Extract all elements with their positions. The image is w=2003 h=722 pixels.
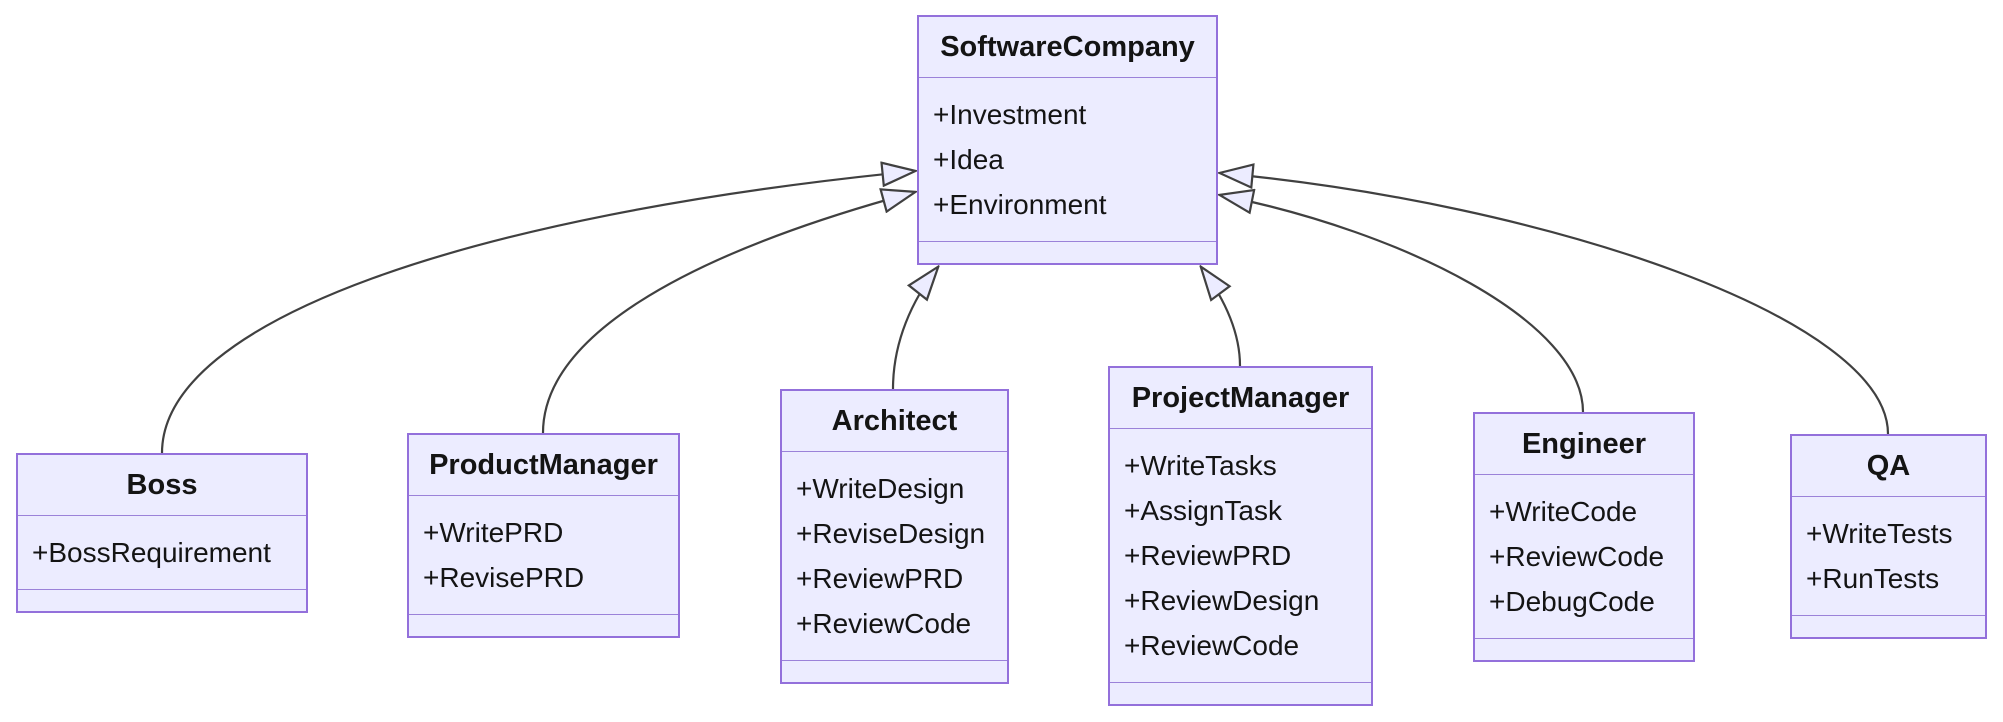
class-box-softwarecompany: SoftwareCompany +Investment +Idea +Envir… [917, 15, 1218, 265]
attribute: +ReviewPRD [1124, 540, 1292, 571]
attribute: +WriteDesign [796, 473, 965, 504]
attribute: +ReviewCode [1124, 630, 1300, 661]
class-methods-empty [18, 590, 306, 611]
attribute: +RunTests [1806, 563, 1940, 594]
class-attributes: +WriteTests +RunTests [1792, 497, 1985, 616]
class-attributes: +WriteTasks +AssignTask +ReviewPRD +Revi… [1110, 429, 1371, 683]
class-box-engineer: Engineer +WriteCode +ReviewCode +DebugCo… [1473, 412, 1695, 662]
class-methods-empty [1475, 639, 1693, 660]
attribute: +WriteCode [1489, 496, 1638, 527]
class-methods-empty [409, 615, 678, 636]
class-attributes: +Investment +Idea +Environment [919, 78, 1216, 242]
attribute: +RevisePRD [423, 562, 585, 593]
attribute: +DebugCode [1489, 586, 1655, 617]
class-title: Boss [18, 455, 306, 516]
attribute: +ReviewCode [796, 608, 972, 639]
class-methods-empty [1792, 616, 1985, 637]
class-box-boss: Boss +BossRequirement [16, 453, 308, 613]
attribute: +ReviewPRD [796, 563, 964, 594]
attribute: +BossRequirement [32, 537, 271, 568]
class-attributes: +WritePRD +RevisePRD [409, 496, 678, 615]
class-title: Architect [782, 391, 1007, 452]
class-methods-empty [919, 242, 1216, 263]
class-attributes: +WriteCode +ReviewCode +DebugCode [1475, 475, 1693, 639]
edge-engineer-inherits-softwarecompany [1220, 195, 1585, 413]
class-box-qa: QA +WriteTests +RunTests [1790, 434, 1987, 639]
class-box-productmanager: ProductManager +WritePRD +RevisePRD [407, 433, 680, 638]
attribute: +AssignTask [1124, 495, 1282, 526]
attribute: +Idea [933, 144, 1004, 175]
attribute: +WriteTasks [1124, 450, 1277, 481]
edge-boss-inherits-softwarecompany [160, 171, 915, 454]
edge-projectmanager-inherits-softwarecompany [1201, 267, 1242, 367]
class-title: Engineer [1475, 414, 1693, 475]
class-title: QA [1792, 436, 1985, 497]
attribute: +WritePRD [423, 517, 564, 548]
edge-qa-inherits-softwarecompany [1220, 173, 1890, 435]
class-title: ProductManager [409, 435, 678, 496]
class-title: ProjectManager [1110, 368, 1371, 429]
attribute: +WriteTests [1806, 518, 1953, 549]
attribute: +Environment [933, 189, 1107, 220]
class-box-projectmanager: ProjectManager +WriteTasks +AssignTask +… [1108, 366, 1373, 706]
class-title: SoftwareCompany [919, 17, 1216, 78]
attribute: +ReviewDesign [1124, 585, 1320, 616]
class-methods-empty [1110, 683, 1371, 704]
class-attributes: +WriteDesign +ReviseDesign +ReviewPRD +R… [782, 452, 1007, 661]
attribute: +ReviewCode [1489, 541, 1665, 572]
edge-productmanager-inherits-softwarecompany [541, 192, 915, 434]
class-box-architect: Architect +WriteDesign +ReviseDesign +Re… [780, 389, 1009, 684]
class-methods-empty [782, 661, 1007, 682]
attribute: +ReviseDesign [796, 518, 986, 549]
attribute: +Investment [933, 99, 1087, 130]
edge-architect-inherits-softwarecompany [891, 267, 938, 390]
class-attributes: +BossRequirement [18, 516, 306, 590]
